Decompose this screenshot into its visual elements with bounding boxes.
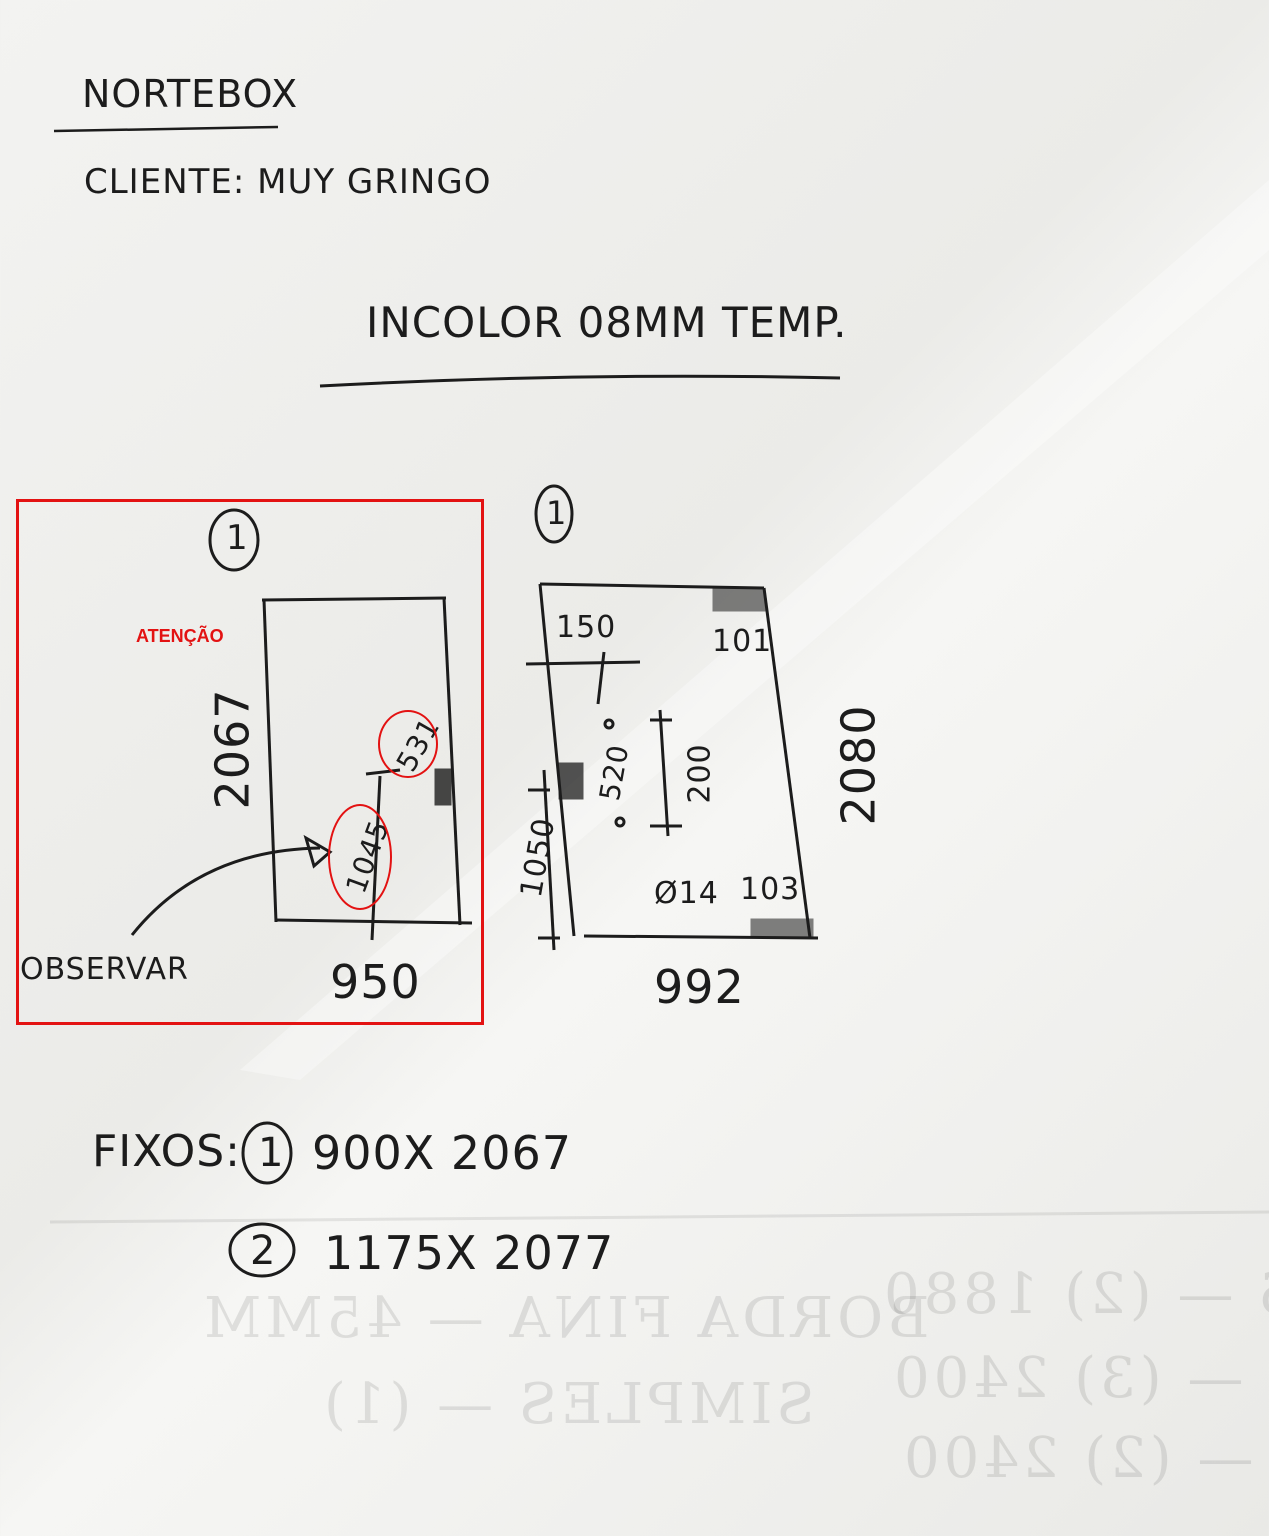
panel-2-number: 1 [546, 494, 568, 532]
highlight-circle-1045 [328, 804, 392, 910]
panel-1-width: 950 [330, 955, 421, 1009]
panel-2-dim-103: 103 [740, 872, 801, 907]
panel-1-number: 1 [226, 518, 249, 558]
attention-box [16, 499, 484, 1025]
client-line: CLIENTE: MUY GRINGO [84, 162, 492, 202]
panel-2-width: 992 [654, 960, 745, 1014]
highlight-circle-531 [378, 710, 438, 778]
fixed-label: FIXOS: [92, 1126, 241, 1177]
fixed-item-number: 1 [258, 1130, 285, 1176]
fixed-item-size: 1175X 2077 [324, 1226, 615, 1280]
panel-2-dim-200: 200 [682, 743, 718, 804]
company-name: NORTEBOX [82, 72, 299, 116]
glass-spec: INCOLOR 08MM TEMP. [366, 298, 848, 347]
panel-2-dim-150: 150 [556, 610, 617, 645]
panel-1-outline [130, 596, 473, 941]
panel-2-dim-101: 101 [712, 624, 773, 659]
attention-label: ATENÇÃO [136, 626, 224, 646]
fixed-item-number: 2 [250, 1228, 277, 1274]
panel-2-outline [208, 484, 819, 1278]
fixed-item-size: 900X 2067 [312, 1126, 573, 1180]
panel-2-height: 2080 [831, 704, 886, 826]
panel-2-dim-hole: Ø14 [654, 876, 719, 911]
panel-1-note: OBSERVAR [20, 952, 189, 987]
